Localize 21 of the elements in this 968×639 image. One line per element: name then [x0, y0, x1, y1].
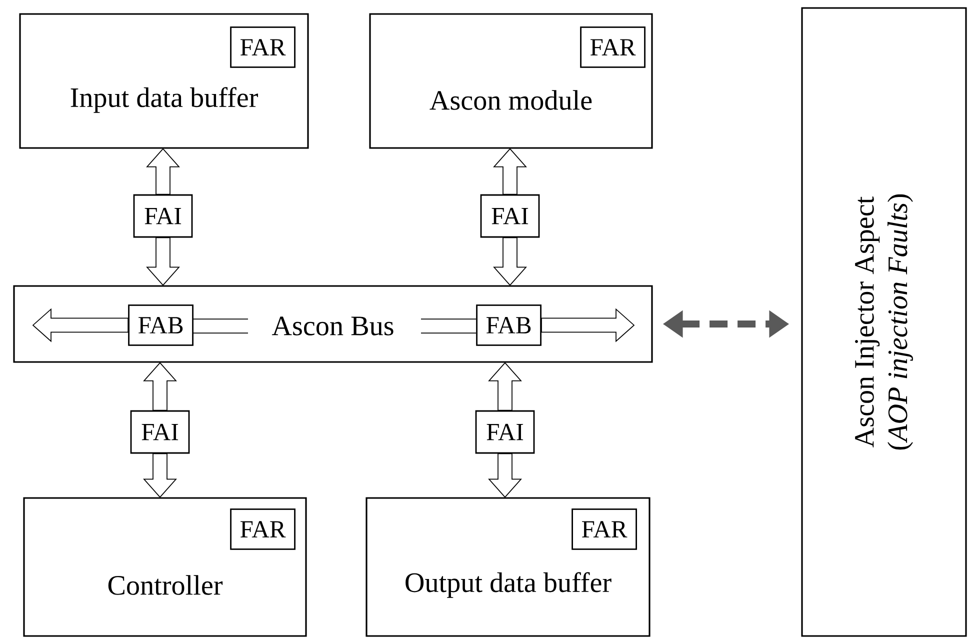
tag-box: FAR: [580, 26, 646, 68]
hollow-arrow: [488, 453, 522, 498]
hollow-arrow: [146, 148, 180, 195]
tag-box: FAR: [230, 26, 296, 68]
hollow-arrow: [493, 237, 527, 286]
hollow-arrow: [488, 362, 522, 411]
hollow-arrow: [143, 362, 177, 411]
hollow-arrow: [493, 148, 527, 195]
tag-box: FAI: [133, 194, 193, 238]
hollow-arrow: [143, 453, 177, 498]
tag-box: FAI: [480, 194, 540, 238]
tag-box: FAB: [476, 304, 542, 346]
hollow-arrow: [541, 308, 635, 342]
tag-box: FAB: [128, 304, 194, 346]
tag-box: FAI: [130, 410, 190, 454]
tag-box: FAR: [230, 508, 296, 550]
hollow-arrow: [32, 308, 129, 342]
tag-box: FAR: [572, 508, 637, 550]
tag-box: FAI: [475, 410, 535, 454]
hollow-arrow: [146, 237, 180, 286]
block-box: Ascon Injector Aspect (AOP injection Faults): [801, 7, 967, 637]
